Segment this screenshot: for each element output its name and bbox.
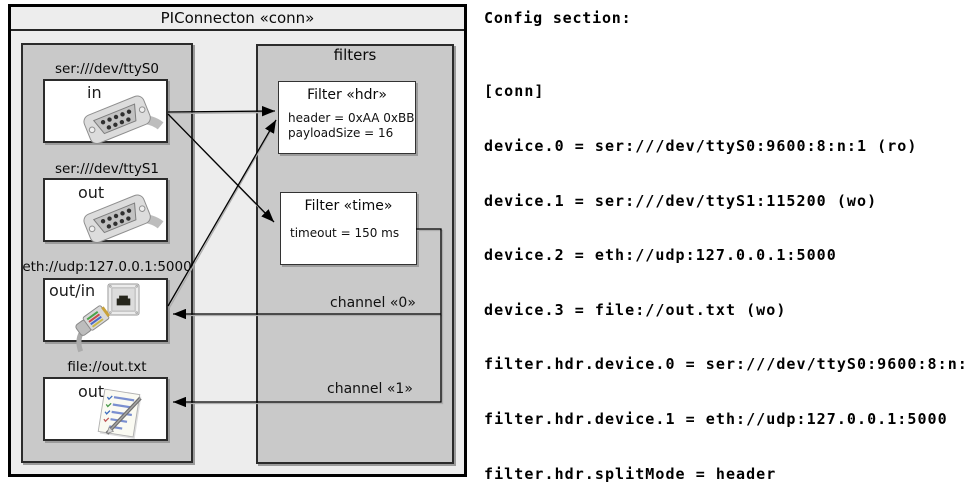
device-box-ttyS1: out — [43, 178, 168, 244]
device-port-label: out — [78, 382, 105, 401]
config-line: filter.hdr.device.0 = ser:///dev/ttyS0:9… — [484, 355, 964, 374]
config-heading: Config section: — [484, 9, 632, 27]
ethernet-cable-connector-icon — [75, 305, 111, 353]
filter-box-time: Filter «time» timeout = 150 ms — [280, 192, 417, 265]
device-port-label: in — [87, 83, 102, 102]
filter-hdr-prop-header: header = 0xAA 0xBB — [288, 111, 415, 125]
config-line: device.0 = ser:///dev/ttyS0:9600:8:n:1 (… — [484, 137, 918, 156]
serial-connector-icon — [83, 194, 164, 244]
filter-time-properties: timeout = 150 ms — [290, 226, 399, 241]
device-port-label: out/in — [49, 281, 96, 300]
diagram-title: PIConnecton «conn» — [11, 7, 464, 31]
device-label-file-out: file://out.txt — [67, 359, 147, 375]
config-section: Config section: [conn] device.0 = ser://… — [484, 9, 964, 484]
channel-1-label: channel «1» — [327, 381, 413, 397]
config-line: [conn] — [484, 82, 545, 101]
config-line: device.2 = eth://udp:127.0.0.1:5000 — [484, 246, 837, 265]
config-line: filter.hdr.device.1 = eth://udp:127.0.0.… — [484, 410, 948, 429]
filter-hdr-prop-payload-size: payloadSize = 16 — [288, 126, 394, 140]
filters-panel-title: filters — [333, 46, 377, 64]
filter-box-hdr: Filter «hdr» header = 0xAA 0xBB payloadS… — [278, 81, 416, 154]
device-box-eth-udp: out/in — [43, 278, 168, 353]
config-line: filter.hdr.splitMode = header — [484, 464, 777, 483]
channel-0-label: channel «0» — [330, 295, 416, 311]
config-line: device.1 = ser:///dev/ttyS1:115200 (wo) — [484, 191, 878, 210]
filter-hdr-properties: header = 0xAA 0xBB payloadSize = 16 — [288, 111, 414, 141]
config-line: device.3 = file://out.txt (wo) — [484, 300, 787, 319]
device-port-label: out — [78, 183, 105, 202]
device-label-ttyS1: ser:///dev/ttyS1 — [55, 161, 159, 177]
config-lines: [conn] device.0 = ser:///dev/ttyS0:9600:… — [484, 46, 964, 484]
ethernet-jack-icon — [107, 283, 140, 316]
device-label-eth-udp: eth://udp:127.0.0.1:5000 — [22, 259, 192, 275]
device-label-ttyS0: ser:///dev/ttyS0 — [55, 61, 159, 77]
filter-time-title: Filter «time» — [304, 198, 393, 214]
device-box-ttyS0: in — [43, 79, 168, 145]
notepad-icon — [97, 388, 142, 439]
serial-connector-icon — [83, 95, 164, 145]
device-box-file-out: out — [43, 377, 168, 441]
filter-hdr-title: Filter «hdr» — [307, 87, 387, 103]
filter-time-prop-timeout: timeout = 150 ms — [290, 226, 400, 240]
